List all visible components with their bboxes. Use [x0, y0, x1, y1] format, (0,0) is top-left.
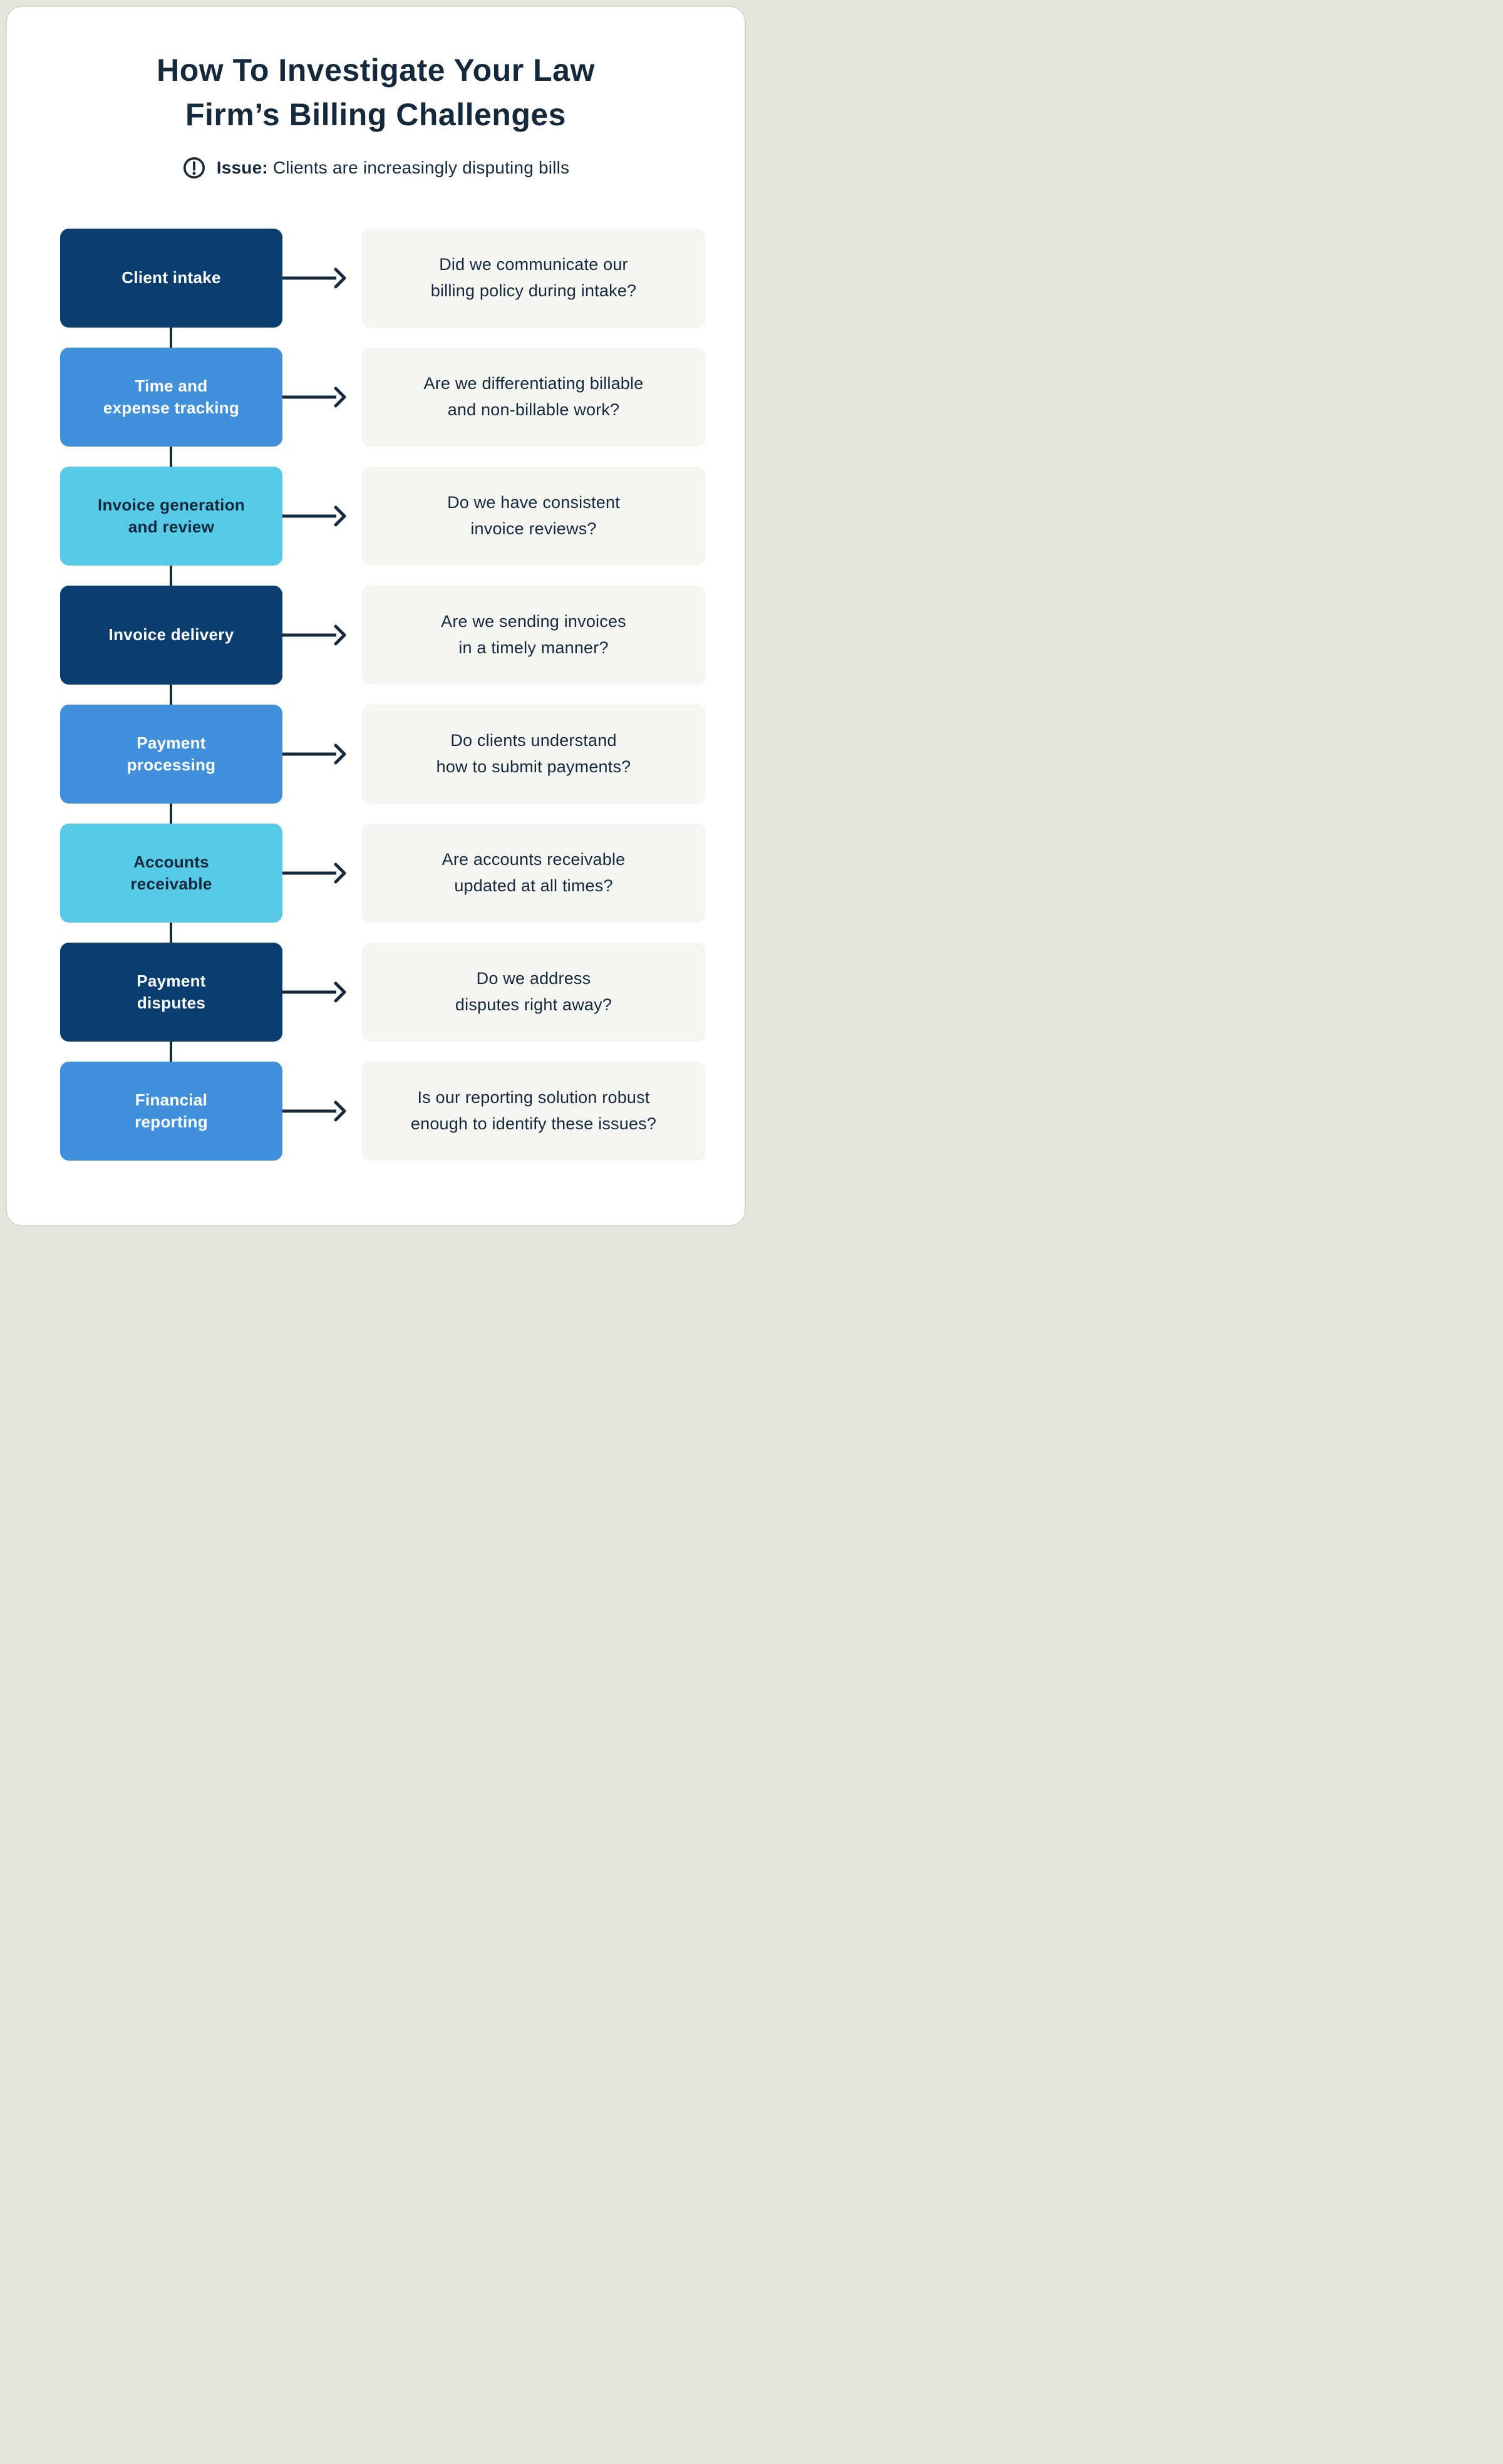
flow-row: Payment disputes Do we address disputes … — [60, 943, 745, 1042]
flow-row: Payment processing Do clients understand… — [60, 705, 745, 804]
issue-label: Issue: — [216, 158, 268, 177]
question-box: Do we have consistent invoice reviews? — [361, 467, 706, 566]
stage-box-accounts-receivable: Accounts receivable — [60, 824, 282, 923]
arrow-right-icon — [282, 229, 361, 328]
question-box: Did we communicate our billing policy du… — [361, 229, 706, 328]
stage-box-payment-processing: Payment processing — [60, 705, 282, 804]
arrow-right-icon — [282, 824, 361, 923]
question-text: Do we have consistent invoice reviews? — [447, 493, 620, 538]
question-text: Did we communicate our billing policy du… — [430, 255, 637, 300]
flow-row: Invoice generation and review Do we have… — [60, 467, 745, 566]
flow-row: Client intake Did we communicate our bil… — [60, 229, 745, 328]
stage-label: Time and expense tracking — [103, 376, 240, 417]
flow-row: Financial reporting Is our reporting sol… — [60, 1062, 745, 1161]
question-text: Are accounts receivable updated at all t… — [442, 850, 626, 895]
flow-row: Accounts receivable Are accounts receiva… — [60, 824, 745, 923]
stage-box-invoice-generation: Invoice generation and review — [60, 467, 282, 566]
issue-row: Issue:Clients are increasingly disputing… — [7, 155, 745, 181]
arrow-right-icon — [282, 467, 361, 566]
arrow-right-icon — [282, 348, 361, 447]
connector-line — [170, 1042, 172, 1062]
flow-row: Time and expense tracking Are we differe… — [60, 348, 745, 447]
stage-label: Payment processing — [127, 733, 216, 774]
stage-label: Invoice generation and review — [97, 495, 245, 536]
stage-label: Invoice delivery — [108, 625, 234, 644]
connector-line — [170, 804, 172, 824]
stage-box-payment-disputes: Payment disputes — [60, 943, 282, 1042]
question-text: Is our reporting solution robust enough … — [410, 1088, 657, 1133]
arrow-right-icon — [282, 943, 361, 1042]
issue-text: Issue:Clients are increasingly disputing… — [217, 158, 569, 178]
question-box: Is our reporting solution robust enough … — [361, 1062, 706, 1161]
stage-label: Financial reporting — [135, 1090, 208, 1131]
question-text: Do clients understand how to submit paym… — [436, 731, 631, 776]
infographic-card: How To Investigate Your Law Firm’s Billi… — [6, 6, 746, 1226]
question-text: Are we sending invoices in a timely mann… — [441, 612, 626, 657]
stage-box-invoice-delivery: Invoice delivery — [60, 586, 282, 685]
flowchart: Client intake Did we communicate our bil… — [7, 229, 745, 1161]
arrow-right-icon — [282, 705, 361, 804]
issue-description: Clients are increasingly disputing bills — [272, 158, 570, 177]
question-box: Are accounts receivable updated at all t… — [361, 824, 706, 923]
stage-label: Client intake — [121, 268, 221, 287]
question-box: Do clients understand how to submit paym… — [361, 705, 706, 804]
stage-label: Payment disputes — [137, 971, 206, 1012]
stage-box-financial-reporting: Financial reporting — [60, 1062, 282, 1161]
arrow-right-icon — [282, 586, 361, 685]
connector-line — [170, 685, 172, 705]
question-box: Are we sending invoices in a timely mann… — [361, 586, 706, 685]
stage-label: Accounts receivable — [130, 852, 212, 893]
connector-line — [170, 566, 172, 586]
question-box: Do we address disputes right away? — [361, 943, 706, 1042]
question-box: Are we differentiating billable and non-… — [361, 348, 706, 447]
alert-circle-icon — [183, 157, 205, 179]
infographic-page: How To Investigate Your Law Firm’s Billi… — [0, 0, 752, 1232]
flow-row: Invoice delivery Are we sending invoices… — [60, 586, 745, 685]
connector-line — [170, 328, 172, 348]
page-title: How To Investigate Your Law Firm’s Billi… — [157, 53, 595, 132]
stage-box-client-intake: Client intake — [60, 229, 282, 328]
stage-box-time-expense-tracking: Time and expense tracking — [60, 348, 282, 447]
question-text: Are we differentiating billable and non-… — [423, 374, 644, 419]
connector-line — [170, 447, 172, 467]
connector-line — [170, 923, 172, 943]
arrow-right-icon — [282, 1062, 361, 1161]
question-text: Do we address disputes right away? — [455, 969, 612, 1014]
